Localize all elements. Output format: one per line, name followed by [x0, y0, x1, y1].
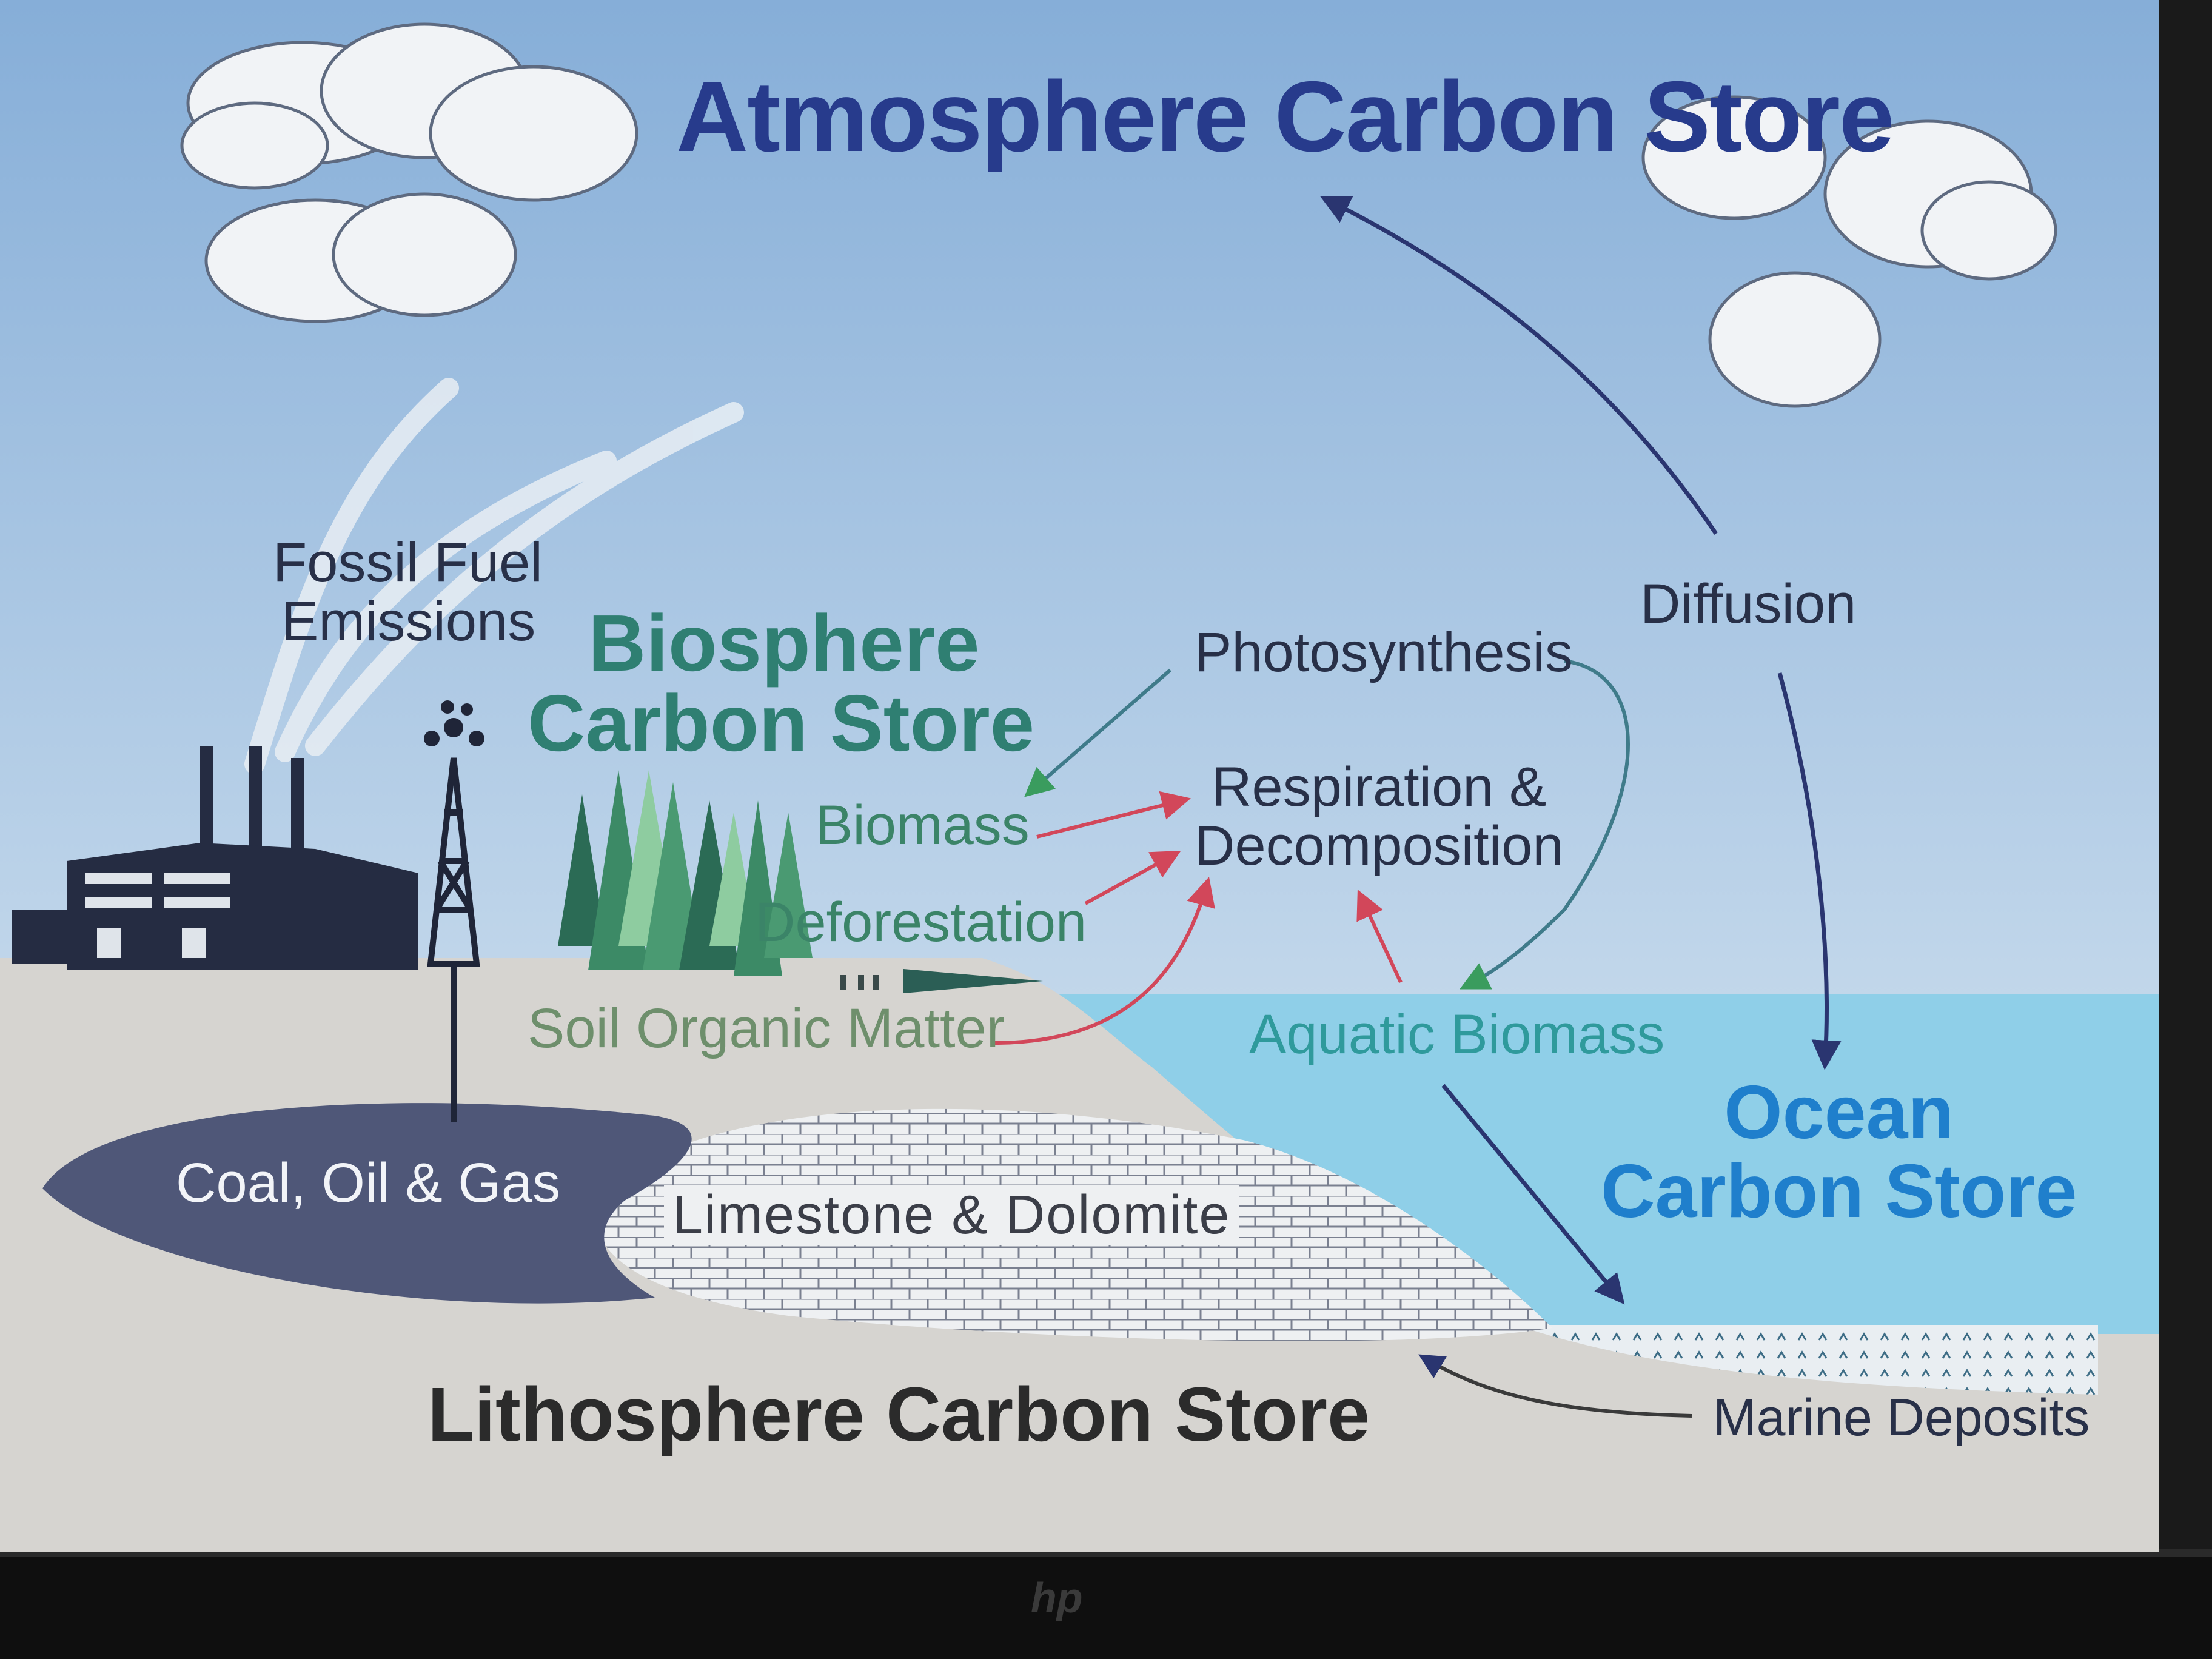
arrow-atmosphere-to-ocean	[1777, 672, 1842, 1070]
clouds-right	[1641, 95, 2057, 408]
marine-deposits-label: Marine Deposits	[1713, 1389, 2090, 1447]
oil-gush	[424, 700, 484, 746]
coal-oil-gas-label: Coal, Oil & Gas	[176, 1152, 560, 1214]
atmosphere-store-title: Atmosphere Carbon Store	[676, 61, 1895, 172]
forest-trees	[558, 770, 813, 976]
monitor-bezel-bottom	[0, 1552, 2212, 1659]
aquatic-biomass-label: Aquatic Biomass	[1249, 1004, 1665, 1065]
biosphere-title-line2: Carbon Store	[528, 679, 1035, 768]
clouds-left	[180, 22, 638, 323]
biosphere-store-title: Biosphere Carbon Store	[528, 603, 1034, 763]
arrow-soil-to-respiration	[994, 877, 1215, 1045]
ocean-water	[1043, 994, 2159, 1334]
diffusion-label: Diffusion	[1640, 573, 1857, 635]
fossil-fuel-line2: Emissions	[281, 590, 536, 652]
deforestation-label: Deforestation	[755, 891, 1087, 953]
fossil-fuel-emissions-label: Fossil Fuel Emissions	[273, 534, 543, 651]
monitor-bezel-right	[2159, 0, 2212, 1552]
ocean-title-line2: Carbon Store	[1601, 1150, 2077, 1234]
respiration-line1: Respiration &	[1212, 756, 1547, 818]
soil-organic-matter-label: Soil Organic Matter	[528, 997, 1005, 1059]
fallen-log	[903, 969, 1043, 993]
respiration-line2: Decomposition	[1195, 814, 1564, 877]
arrow-marine-deposits	[1418, 1354, 1692, 1418]
arrow-deforestation-to-respiration	[1084, 851, 1181, 905]
marine-deposits-layer	[1516, 1325, 2098, 1395]
monitor-brand-logo: hp	[1031, 1574, 1083, 1621]
limestone-dolomite-label: Limestone & Dolomite	[664, 1185, 1239, 1245]
biosphere-title-line1: Biosphere	[588, 598, 980, 688]
oil-derrick-icon	[427, 757, 480, 1122]
smoke-plumes	[244, 378, 744, 774]
fossil-fuel-line1: Fossil Fuel	[273, 532, 543, 594]
coal-oil-gas-reservoir	[42, 1103, 692, 1304]
arrow-photosynthesis-to-aquatic	[1460, 659, 1630, 990]
factory-windows	[85, 873, 230, 958]
respiration-decomposition-label: Respiration & Decomposition	[1195, 758, 1564, 875]
arrow-ocean-to-atmosphere	[1319, 196, 1718, 535]
arrow-biomass-to-respiration	[1036, 791, 1191, 839]
factory-icon	[12, 746, 418, 970]
tree-stumps	[840, 975, 879, 990]
biomass-label: Biomass	[816, 794, 1030, 856]
photosynthesis-label: Photosynthesis	[1195, 622, 1573, 683]
ocean-title-line1: Ocean	[1724, 1071, 1954, 1155]
lithosphere-store-title: Lithosphere Carbon Store	[427, 1372, 1370, 1457]
arrow-photosynthesis-to-biomass	[1024, 668, 1171, 797]
arrow-aquatic-to-respiration	[1356, 889, 1403, 984]
arrow-aquatic-to-deposits	[1441, 1084, 1625, 1305]
ocean-store-title: Ocean Carbon Store	[1601, 1071, 2077, 1234]
